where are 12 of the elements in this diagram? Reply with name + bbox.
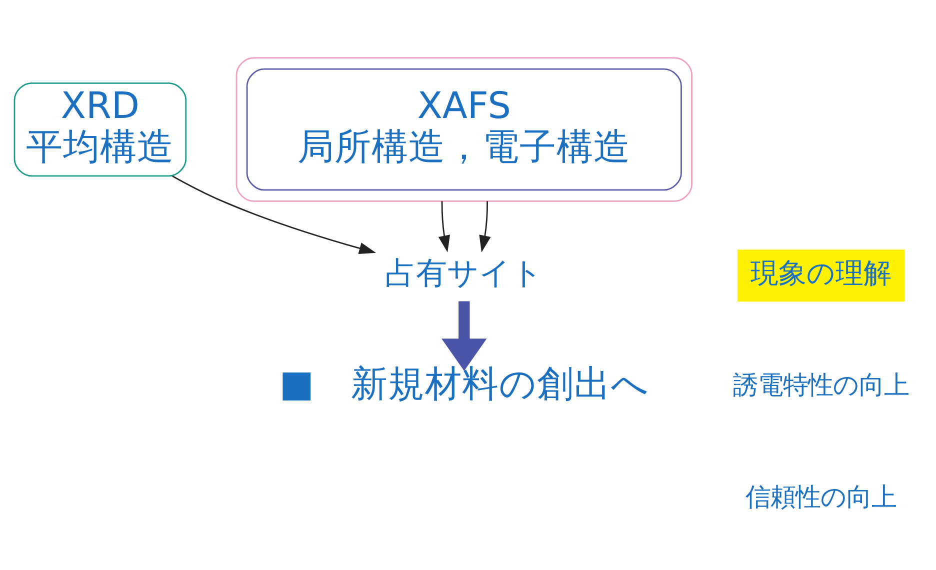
- arrow: [438, 200, 450, 252]
- label: 信頼性の向上: [746, 482, 897, 511]
- node-text: 占有サイト: [385, 255, 544, 292]
- node-box: XAFS 局所構造，電子構造: [246, 68, 682, 190]
- node-box: XRD 平均構造: [14, 82, 187, 176]
- arrow: [172, 174, 376, 254]
- arrow: [442, 300, 487, 370]
- node-text: ■ 新規材料の創出へ: [279, 362, 649, 405]
- node-box: 現象の理解: [737, 249, 905, 302]
- label: 誘電特性の向上: [733, 370, 910, 400]
- arrow: [479, 200, 491, 252]
- cluster: [236, 56, 692, 202]
